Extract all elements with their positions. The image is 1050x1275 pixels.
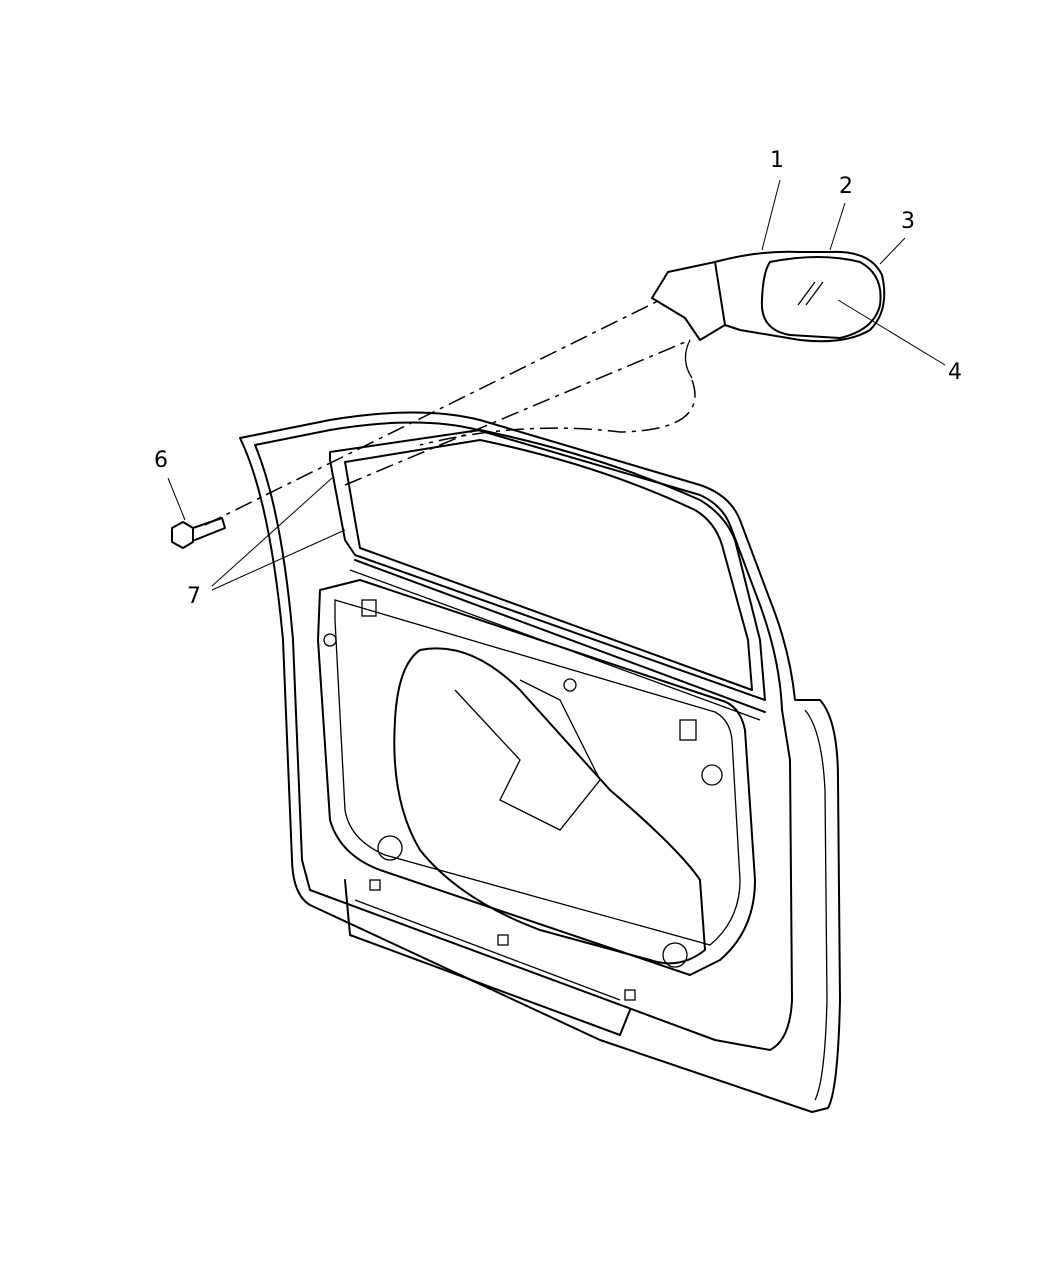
callout-4: 4 bbox=[948, 360, 962, 385]
callout-3: 3 bbox=[901, 209, 915, 234]
door-shell bbox=[239, 411, 841, 1113]
callout-7: 7 bbox=[187, 584, 201, 609]
bolt-part bbox=[171, 517, 226, 549]
inner-panel bbox=[317, 579, 756, 1036]
leader-lines bbox=[167, 179, 946, 591]
window-frame bbox=[329, 429, 766, 721]
callout-1: 1 bbox=[770, 148, 784, 173]
callout-2: 2 bbox=[839, 174, 853, 199]
callout-6: 6 bbox=[154, 448, 168, 473]
mirror-assembly bbox=[651, 250, 886, 379]
alignment-lines bbox=[204, 299, 696, 526]
